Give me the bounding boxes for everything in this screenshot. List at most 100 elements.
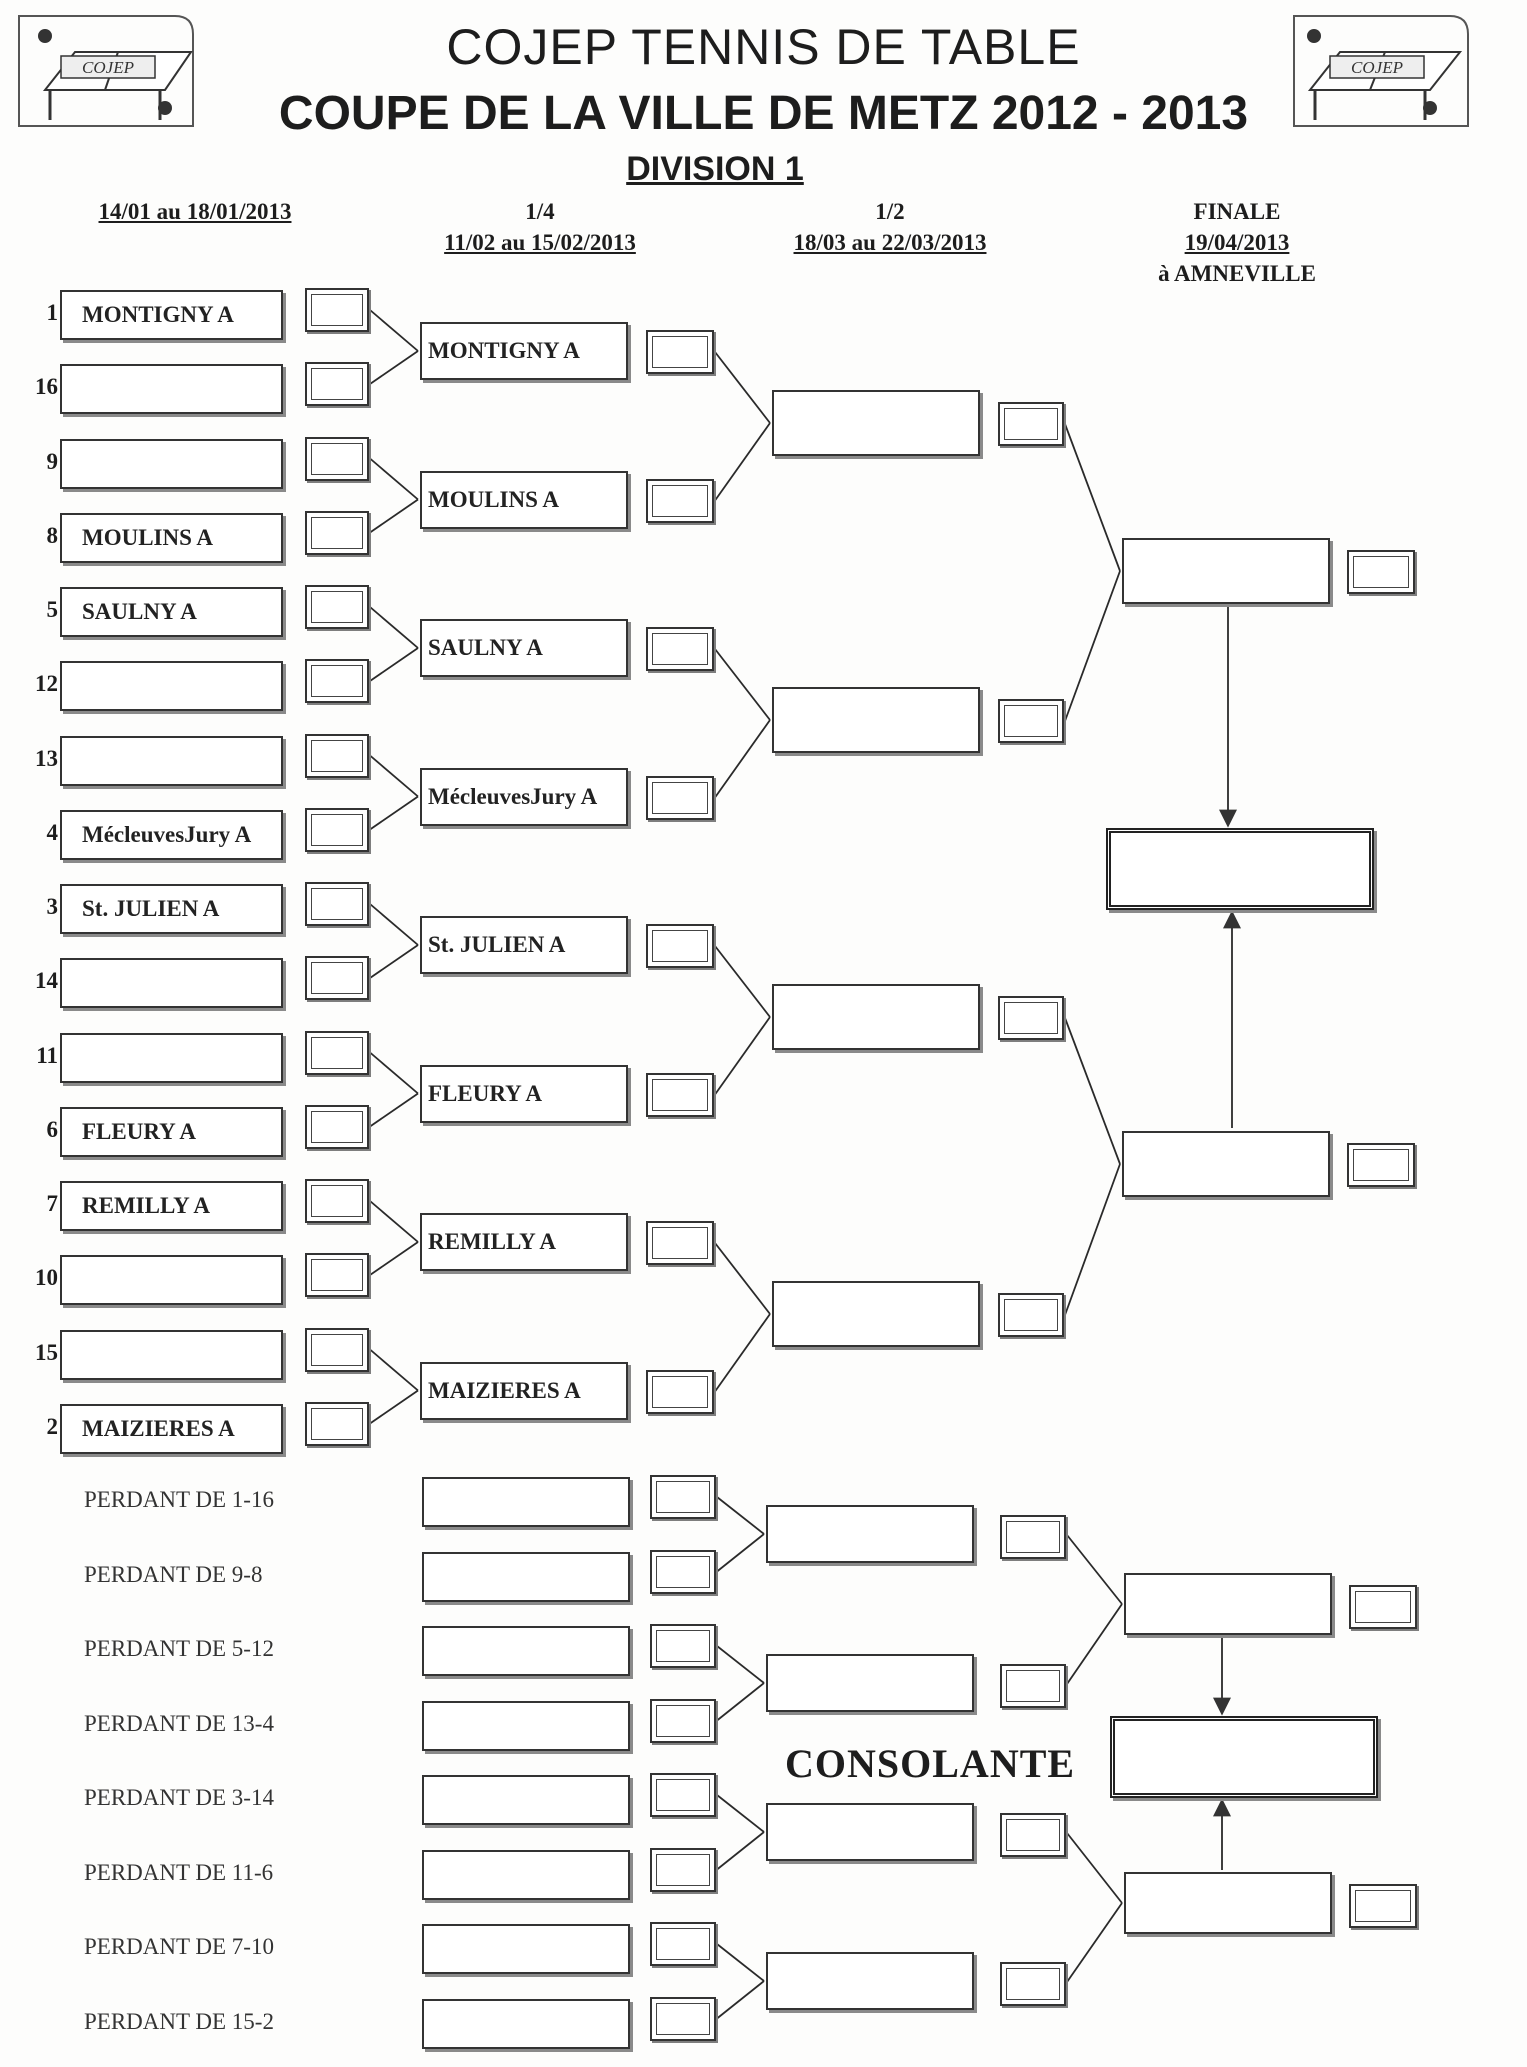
connector-line [369,1200,419,1243]
seed-number: 4 [46,819,59,845]
seed-number: 2 [46,1413,59,1439]
connector-line [714,648,771,721]
division-heading: DIVISION 1 [626,150,804,188]
score-box [646,924,714,968]
first-round-team-box: MécleuvesJury A [60,809,283,860]
consolante-semi-box [766,1505,974,1563]
consolante-team-box [422,1775,630,1825]
score-box [1347,550,1415,594]
score-box [646,1072,714,1117]
seed-number: 14 [35,968,58,993]
connector-line [369,350,419,385]
seed-number: 15 [35,1339,58,1365]
score-box [1000,1813,1066,1857]
seed-number: 16 [35,374,58,399]
first-round-team-box: MOULINS A [60,512,283,563]
consolante-entry-label: PERDANT DE 5-12 [84,1636,274,1661]
score-box [305,288,369,332]
connector-line [714,719,771,799]
consolante-winner-box [1110,1716,1378,1798]
round-header-semi: 1/2 18/03 au 22/03/2013 [740,196,1040,258]
connector-line [369,1051,419,1095]
score-box [305,1401,369,1446]
score-box [650,1773,716,1817]
score-box [1349,1884,1417,1928]
first-round-team-box [60,958,283,1008]
page-subtitle: COUPE DE LA VILLE DE METZ 2012 - 2013 [278,87,1249,140]
finalist-team-box [1122,538,1330,604]
connector-line [714,1016,771,1096]
consolante-entry-label: PERDANT DE 1-16 [84,1487,274,1512]
connector-line [716,1682,765,1722]
score-box [650,1996,716,2041]
winner-box [1106,828,1374,910]
connector-line [369,1092,419,1128]
connector-line [716,1533,765,1573]
score-box [1000,1962,1066,2006]
first-round-team-box [60,1032,283,1083]
semi-final-team-box [772,984,980,1050]
consolante-team-box [422,1924,630,1974]
connector-line [1064,1017,1121,1165]
connector-line [369,795,419,831]
connector-line [1066,1603,1123,1685]
score-box [998,1293,1064,1337]
quarter-final-team-box: MécleuvesJury A [420,767,628,826]
score-box [305,659,369,703]
connector-line [369,498,419,534]
page-title: COJEP TENNIS DE TABLE [446,19,1081,75]
score-box [646,775,714,820]
connector-line [716,1943,765,1982]
connector-line [1066,1902,1123,1983]
score-box [650,1475,716,1519]
consolante-entry-label: PERDANT DE 7-10 [84,1934,274,1959]
score-box [1000,1664,1066,1708]
connector-line [716,1980,765,2020]
first-round-team-box: REMILLY A [60,1181,283,1231]
score-box [305,1327,369,1372]
seed-number: 7 [46,1191,59,1216]
connector-line [369,647,419,682]
consolante-title: CONSOLANTE [785,1741,1076,1786]
consolante-semi-box [766,1654,974,1712]
consolante-final-box [1124,1872,1332,1934]
seed-number: 6 [46,1116,59,1142]
first-round-team-box [60,1255,283,1305]
connector-line [1064,1163,1121,1316]
consolante-team-box [422,1626,630,1676]
score-box [305,956,369,1000]
round-venue: à AMNEVILLE [1158,261,1316,286]
first-round-team-box [60,438,283,489]
round-dates: 14/01 au 18/01/2013 [98,199,292,224]
round-label: 1/4 [525,199,555,224]
connector-line [369,457,419,501]
first-round-team-box: MONTIGNY A [60,290,283,340]
consolante-entry-label: PERDANT DE 13-4 [84,1710,274,1736]
connector-line [369,309,419,352]
connector-line [1064,423,1121,572]
round-label: 1/2 [875,199,905,224]
score-box [305,807,369,852]
consolante-team-box [422,1551,630,1602]
connector-line [714,1313,771,1393]
seed-number: 3 [46,894,59,919]
connector-line [716,1794,765,1833]
round-dates: 11/02 au 15/02/2013 [444,230,636,255]
score-box [998,699,1064,743]
first-round-team-box [60,735,283,786]
score-box [646,1221,714,1265]
seed-number: 5 [46,597,59,622]
seed-number: 8 [46,522,59,548]
quarter-final-team-box: MAIZIERES A [420,1361,628,1420]
quarter-final-team-box: MOULINS A [420,470,628,529]
consolante-entry-label: PERDANT DE 3-14 [84,1785,274,1810]
connector-line [369,1389,419,1425]
connector-line [714,351,771,424]
connector-line [714,422,771,502]
consolante-entry-label: PERDANT DE 9-8 [84,1561,263,1587]
quarter-final-team-box: St. JULIEN A [420,916,628,974]
connector-line [714,945,771,1018]
seed-number: 12 [35,671,58,696]
quarter-final-team-box: MONTIGNY A [420,322,628,380]
